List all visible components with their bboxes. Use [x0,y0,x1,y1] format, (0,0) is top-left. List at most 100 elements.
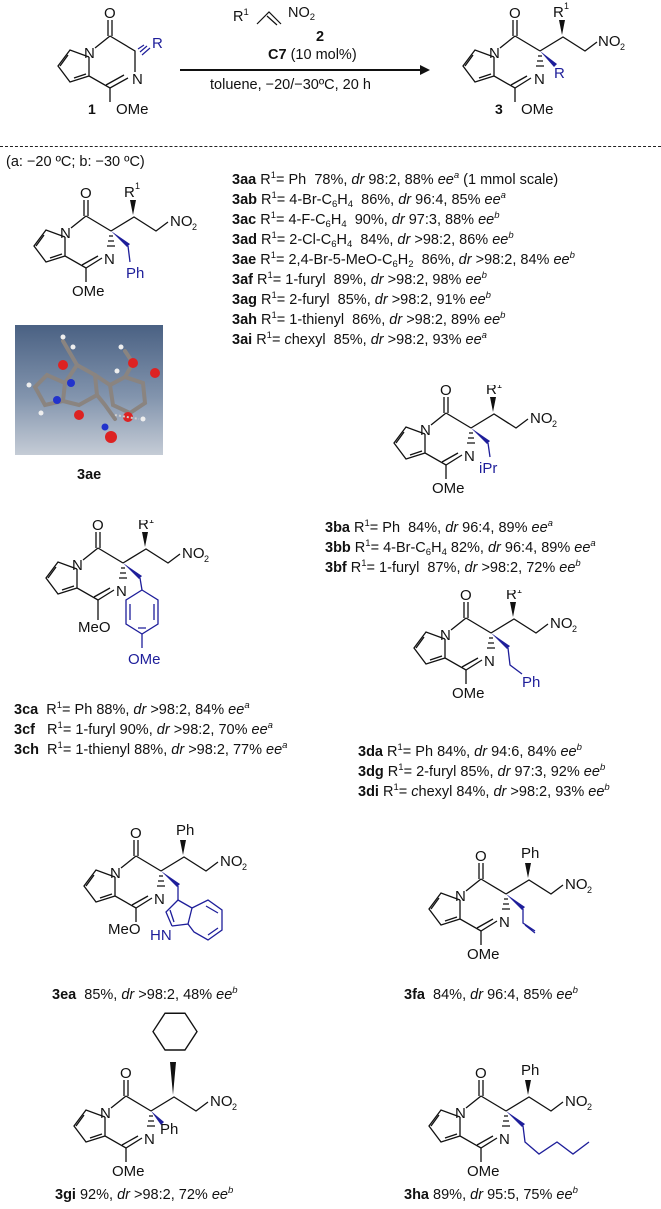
svg-text:N: N [72,557,83,574]
svg-text:MeO: MeO [78,619,111,636]
entry-3ah: 3ah R1= 1-thienyl 86%, dr >98:2, 89% eeb [232,310,506,328]
svg-text:HN: HN [150,927,172,944]
svg-text:N: N [60,225,71,242]
reagent-2: R1 [233,7,249,25]
entry-3ag: 3ag R1= 2-furyl 85%, dr >98:2, 91% eeb [232,290,491,308]
svg-text:NO: NO [565,876,588,893]
svg-text:Ph: Ph [160,1121,178,1138]
svg-text:Ph: Ph [521,845,539,862]
entry-3bf: 3bf R1= 1-furyl 87%, dr >98:2, 72% eeb [325,558,581,576]
svg-text:MeO: MeO [108,921,141,938]
compound-label-1: 1 [88,101,96,117]
svg-text:2: 2 [587,1102,592,1112]
svg-text:OMe: OMe [467,1163,500,1180]
svg-text:R: R [138,520,149,533]
catalyst-label: C7 (10 mol%) [268,47,357,63]
svg-text:O: O [460,590,472,604]
xray-label: 3ae [77,467,102,483]
entry-3af: 3af R1= 1-furyl 89%, dr >98:2, 98% eeb [232,270,487,288]
svg-text:1: 1 [497,385,502,390]
svg-text:OMe: OMe [521,101,554,118]
svg-text:Ph: Ph [176,822,194,839]
entry-3da: 3da R1= Ph 84%, dr 94:6, 84% eeb [358,742,582,760]
entry-3ca: 3ca R1= Ph 88%, dr >98:2, 84% eea [14,700,250,718]
svg-text:Ph: Ph [521,1062,539,1079]
svg-text:2: 2 [192,222,197,232]
footnote-conditions: (a: −20 ºC; b: −30 ºC) [6,154,145,170]
entry-3dg: 3dg R1= 2-furyl 85%, dr 97:3, 92% eeb [358,762,606,780]
svg-text:R: R [553,4,564,21]
svg-text:O: O [509,5,521,22]
entry-3ha: 3ha 89%, dr 95:5, 75% eeb [404,1185,578,1203]
svg-text:N: N [100,1105,111,1122]
svg-text:NO: NO [598,33,621,50]
entry-3cf: 3cf R1= 1-furyl 90%, dr >98:2, 70% eea [14,720,273,738]
svg-text:N: N [489,45,500,62]
svg-text:N: N [464,448,475,465]
section-divider [0,146,661,147]
svg-text:O: O [475,848,487,865]
compound-label-3: 3 [495,101,503,117]
entry-3ab: 3ab R1= 4-Br-C6H4 86%, dr 96:4, 85% eea [232,190,506,210]
svg-text:2: 2 [204,554,209,564]
svg-text:OMe: OMe [72,283,105,300]
compound-label-2: 2 [316,29,325,45]
svg-text:N: N [484,653,495,670]
entry-3aa: 3aa R1= Ph 78%, dr 98:2, 88% eea (1 mmol… [232,170,559,188]
entry-3ae: 3ae R1= 2,4-Br-5-MeO-C6H2 86%, dr >98:2,… [232,250,575,270]
svg-text:NO: NO [182,545,205,562]
svg-text:NO: NO [170,213,193,230]
svg-text:Ph: Ph [126,265,144,282]
svg-text:N: N [132,71,143,88]
svg-text:N: N [84,45,95,62]
reaction-conditions: toluene, −20/−30ºC, 20 h [210,77,371,93]
svg-text:NO: NO [530,410,553,427]
svg-text:2: 2 [620,42,625,52]
svg-text:OMe: OMe [432,480,465,497]
entry-3ch: 3ch R1= 1-thienyl 88%, dr >98:2, 77% eea [14,740,288,758]
svg-text:1: 1 [135,181,140,191]
svg-text:N: N [455,888,466,905]
svg-text:O: O [130,825,142,842]
svg-text:OMe: OMe [112,1163,145,1180]
svg-text:1: 1 [564,1,569,11]
svg-text:N: N [144,1131,155,1148]
entry-3fa: 3fa 84%, dr 96:4, 85% eeb [404,985,578,1003]
svg-text:R: R [124,184,135,201]
entry-3ac: 3ac R1= 4-F-C6H4 90%, dr 97:3, 88% eeb [232,210,500,230]
entry-3ba: 3ba R1= Ph 84%, dr 96:4, 89% eea [325,518,553,536]
svg-text:R: R [506,590,517,603]
svg-text:OMe: OMe [116,101,149,118]
entry-3bb: 3bb R1= 4-Br-C6H4 82%, dr 96:4, 89% eea [325,538,596,558]
svg-text:N: N [154,891,165,908]
svg-text:2: 2 [552,419,557,429]
entry-3di: 3di R1= chexyl 84%, dr >98:2, 93% eeb [358,782,610,800]
svg-text:O: O [440,385,452,399]
svg-text:OMe: OMe [452,685,485,702]
svg-text:Ph: Ph [522,674,540,691]
svg-text:OMe: OMe [128,651,161,668]
svg-text:O: O [80,185,92,202]
svg-text:N: N [420,422,431,439]
svg-text:R: R [486,385,497,398]
svg-text:N: N [455,1105,466,1122]
svg-text:N: N [110,865,121,882]
svg-text:O: O [92,520,104,534]
entry-3ad: 3ad R1= 2-Cl-C6H4 84%, dr >98:2, 86% eeb [232,230,514,250]
svg-text:OMe: OMe [467,946,500,963]
svg-text:1: 1 [149,520,154,525]
svg-text:NO: NO [220,853,243,870]
entry-3ea: 3ea 85%, dr >98:2, 48% eeb [52,985,238,1003]
svg-text:O: O [475,1065,487,1082]
svg-text:1: 1 [517,590,522,595]
reaction-arrow [180,69,422,71]
svg-text:N: N [534,71,545,88]
